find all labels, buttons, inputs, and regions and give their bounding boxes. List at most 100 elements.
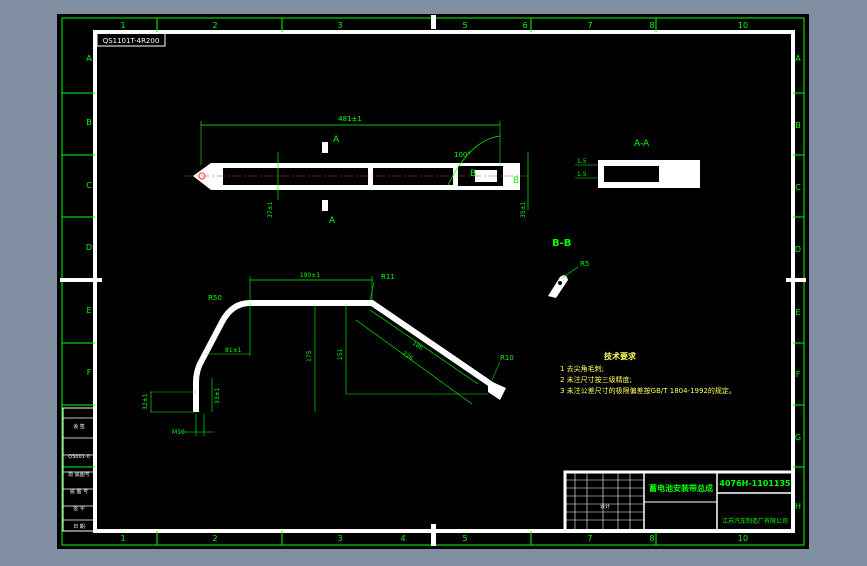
section-b-label-left: B <box>470 169 476 179</box>
center-mark-top <box>431 15 436 29</box>
top-view-slot-left <box>223 168 368 185</box>
leader-r11 <box>369 281 375 301</box>
zone-col-2: 2 <box>212 21 217 30</box>
left-table-row-1: 会 签 <box>73 423 85 430</box>
side-view[interactable]: 190±1 R50 R11 R10 81±1 175 151 186 226 3… <box>142 272 514 436</box>
section-bb-title: B-B <box>552 238 571 249</box>
top-view-tip <box>513 169 520 185</box>
zone-col-1: 1 <box>120 21 125 30</box>
zone-col-8-bottom: 8 <box>649 534 654 543</box>
zone-col-3-bottom: 3 <box>337 534 342 543</box>
company-name: 江苏汽车制造厂有限公司 <box>722 517 788 525</box>
zone-row-d-right: D <box>795 245 801 254</box>
length-dim-text: 481±1 <box>338 115 362 123</box>
dim-diag2-line <box>355 319 473 405</box>
zone-col-7: 7 <box>587 21 592 30</box>
section-bb-view[interactable]: B-B R5 <box>548 238 589 298</box>
radius-r11: R11 <box>381 273 395 281</box>
zone-row-d: D <box>86 243 92 252</box>
top-view[interactable]: A A 481±1 100° B B 37±1 35±1 <box>185 115 530 226</box>
zone-row-a-right: A <box>795 54 801 63</box>
zone-col-5-bottom: 5 <box>462 534 467 543</box>
center-mark-right <box>786 278 806 282</box>
section-aa-channel <box>604 166 659 182</box>
zone-col-5: 5 <box>462 21 467 30</box>
dim-height-text: 175 <box>306 350 313 362</box>
zone-col-8: 8 <box>649 21 654 30</box>
section-bb-shape <box>548 275 568 298</box>
part-name: 蓄电池安装带总成 <box>649 483 713 493</box>
left-signoff-table: 会 签 QS001-0 原 底图号 底 图 号 签 字 日 期 <box>62 407 96 532</box>
section-a-marker-bottom <box>322 200 328 211</box>
left-table-row-7: 日 期 <box>73 524 85 530</box>
note-2: 2 未注尺寸按三级精度; <box>560 375 632 384</box>
zone-row-a: A <box>86 54 92 63</box>
left-table-row-4: 原 底图号 <box>68 471 90 478</box>
section-a-label-bottom: A <box>329 216 336 226</box>
left-table-row-3: QS001-0 <box>68 454 90 460</box>
angle-dim-arc <box>447 135 501 186</box>
dim-diag1-line <box>369 309 479 385</box>
left-height-dim-text: 37±1 <box>267 201 274 218</box>
radius-r50: R50 <box>208 294 222 302</box>
top-view-slot-right <box>373 168 453 185</box>
dim-low2-text: 33±1 <box>214 387 221 404</box>
code-box <box>96 32 166 47</box>
title-block-frame <box>563 470 795 533</box>
section-bb-radius: R5 <box>580 260 589 268</box>
section-aa-title: A-A <box>634 139 650 149</box>
radius-r10: R10 <box>500 354 514 362</box>
section-a-label-top: A <box>333 135 340 145</box>
section-aa-dim-top: 1.5 <box>577 158 587 165</box>
zone-row-f: F <box>87 368 92 377</box>
zone-col-3: 3 <box>337 21 342 30</box>
zone-col-1-bottom: 1 <box>120 534 125 543</box>
leader-r10 <box>491 361 501 381</box>
zone-ticks <box>62 18 804 545</box>
zone-row-f-right: F <box>796 370 801 379</box>
section-bb-leader <box>561 266 579 279</box>
right-height-dim-text: 35±1 <box>520 201 527 218</box>
dim-bottom-text: M10 <box>172 429 185 436</box>
section-bb-hole <box>558 281 562 285</box>
center-mark-bottom <box>431 524 436 546</box>
drawing-sheet <box>57 14 809 549</box>
dim-mid-text: 81±1 <box>225 347 242 354</box>
dim-diag-height-text: 151 <box>337 348 344 360</box>
code-box-text: QS1101T-4R200 <box>103 37 160 45</box>
note-1: 1 去尖角毛刺; <box>560 364 604 373</box>
zone-row-e: E <box>86 306 91 315</box>
dim-top-text: 190±1 <box>300 272 320 279</box>
strap-outline <box>193 300 494 412</box>
zone-col-4-bottom: 4 <box>400 534 405 543</box>
zone-row-h-right: H <box>795 502 801 511</box>
left-table-frame <box>62 407 96 532</box>
section-aa-view[interactable]: A-A 1.5 1.5 <box>575 139 700 188</box>
zone-row-b: B <box>86 118 92 127</box>
zone-row-c-right: C <box>795 183 801 192</box>
title-block: 设计 蓄电池安装带总成 4076H-1101135 江苏汽车制造厂有限公司 <box>563 470 795 533</box>
zone-col-7-bottom: 7 <box>587 534 592 543</box>
center-mark-left <box>60 278 102 282</box>
technical-notes: 技术要求 1 去尖角毛刺; 2 未注尺寸按三级精度; 3 未注公差尺寸的极限偏差… <box>560 351 736 395</box>
zone-row-e-right: E <box>795 308 800 317</box>
zone-labels: 1 2 3 5 6 7 8 10 1 2 3 4 5 7 8 10 A B C … <box>86 21 801 543</box>
zone-col-10-bottom: 10 <box>738 534 748 543</box>
zone-col-10: 10 <box>738 21 748 30</box>
left-table-row-5: 底 图 号 <box>70 488 88 495</box>
part-number: 4076H-1101135 <box>719 479 791 488</box>
angle-dim-text: 100° <box>454 151 471 159</box>
section-aa-dim-bottom: 1.5 <box>577 171 587 178</box>
strap-end-tip <box>488 380 506 400</box>
zone-col-2-bottom: 2 <box>212 534 217 543</box>
section-b-label-right: B <box>513 176 519 186</box>
left-table-row-6: 签 字 <box>73 505 85 512</box>
note-3: 3 未注公差尺寸的极限偏差按GB/T 1804-1992的规定。 <box>560 386 736 395</box>
notes-title: 技术要求 <box>604 351 637 361</box>
section-a-marker-top <box>322 142 328 153</box>
zone-row-g-right: G <box>795 433 801 442</box>
zone-row-c: C <box>86 181 92 190</box>
zone-row-b-right: B <box>795 121 801 130</box>
